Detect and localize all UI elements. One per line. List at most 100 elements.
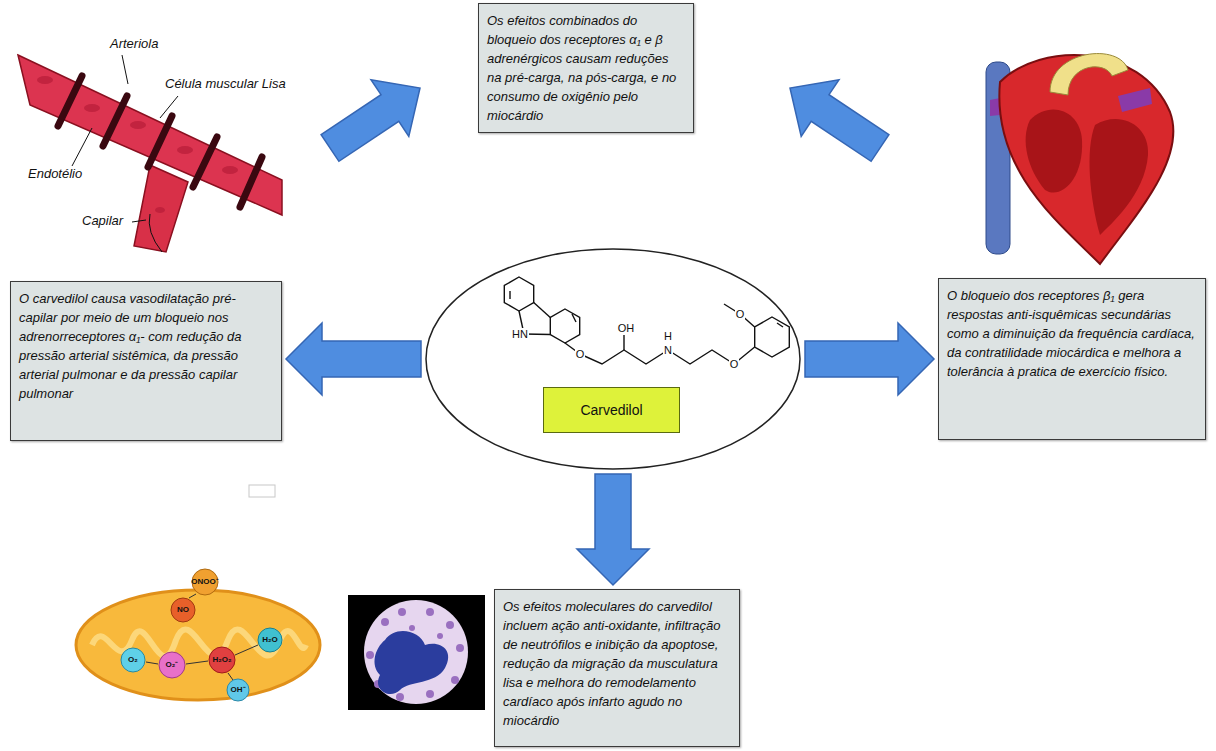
reaction-line [146,662,158,664]
box-text: Os efeitos combinados do bloqueio dos re… [487,11,685,125]
block-arrow [805,323,934,395]
cell [177,146,193,154]
band [103,96,127,146]
cell [84,104,100,112]
species-label: ONOO⁻ [191,577,218,587]
granule [409,625,415,631]
leader-line [132,220,146,222]
leader-lines [72,55,178,252]
outer-membrane [76,590,320,700]
molecule-circle [171,598,195,622]
species-label: O₂ [128,655,138,665]
granule [426,690,434,698]
part-label: Endotélio [28,166,82,181]
granule [381,618,389,626]
box-text: O bloqueio dos receptores β₁ gera respos… [947,286,1197,381]
heart-chamber [1090,119,1149,235]
ring [550,309,579,343]
species-label: O₂⁻ [166,660,179,670]
bond [623,334,624,350]
atom-label: H [663,330,673,343]
species-label: OH⁻ [231,685,246,695]
atom-label: N [663,344,673,357]
leader-line [72,128,92,166]
cell-body [364,600,468,704]
species-label: NO [177,605,189,615]
granule [456,644,464,652]
heart-illustration [986,54,1173,264]
reaction-line [228,673,233,680]
text-box: O bloqueio dos receptores β₁ gera respos… [938,278,1206,440]
molecule-circle [192,569,218,595]
granule [366,651,374,659]
granule [398,608,406,616]
granule [426,608,434,616]
smooth-muscle-bands [58,76,262,207]
bracket [149,214,162,252]
granule [396,693,404,701]
molecule-circle [227,679,249,701]
granule [451,676,459,684]
ellipse-outline [425,248,801,470]
text-box: O carvedilol causa vasodilatação pré-cap… [10,281,282,441]
text-box: Os efeitos moleculares do carvedilol inc… [494,589,740,747]
box-text: O carvedilol causa vasodilatação pré-cap… [19,289,273,403]
reaction-line [189,594,196,598]
cell [222,166,238,174]
granule [446,621,454,629]
muscle-cells [37,76,238,213]
double-bond [777,323,783,327]
heart-chamber [1026,110,1083,193]
molecule-circle [209,647,235,673]
molecule-structure [504,277,789,364]
mitochondrion-illustration [76,569,320,701]
ellipse-border [426,249,800,469]
block-arrow [321,80,420,162]
box-text: Os efeitos moleculares do carvedilol inc… [503,597,731,730]
block-arrow [286,323,421,395]
text-box: Os efeitos combinados do bloqueio dos re… [478,3,694,133]
stray-mark [249,485,275,497]
cell [155,207,165,213]
part-label: Célula muscular Lisa [165,76,286,91]
drug-name: Carvedilol [580,401,642,419]
atom-label: O [735,308,746,321]
molecule-circle [159,652,185,678]
ring [504,277,533,311]
molecule-circle [121,648,145,672]
double-bond [572,314,576,322]
cell [130,121,146,129]
heart-muscle [999,55,1173,264]
atom-label: OH [617,322,636,335]
double-bond [509,291,510,299]
reaction-line [235,645,258,655]
block-arrow [577,474,649,585]
band [240,157,262,207]
band [148,116,172,167]
granule [437,633,443,639]
band [58,76,82,126]
bond [534,303,551,318]
reaction-line [186,661,208,664]
cell [37,76,53,84]
molecule-circle [258,628,282,652]
granules [366,608,464,701]
part-label: Arteriola [110,36,158,51]
aorta [1050,54,1128,95]
leader-line [122,55,128,84]
reaction-arrows [146,594,258,680]
ring [755,317,790,357]
atom-label: O [729,358,740,371]
atom-label: HN [511,328,529,341]
nucleus [375,631,449,694]
leader-line [160,96,178,118]
species-label: H₂O₂ [212,655,231,665]
pulmonary-vessel [1118,88,1152,112]
micrograph-ground [348,595,485,710]
neutrophil-illustration [348,595,485,710]
drug-name-box: Carvedilol [543,387,680,433]
block-arrow [790,80,889,162]
atom-label: O [575,348,586,361]
drug-ellipse: Carvedilol [425,248,801,470]
species-label: H₂O [262,635,278,645]
